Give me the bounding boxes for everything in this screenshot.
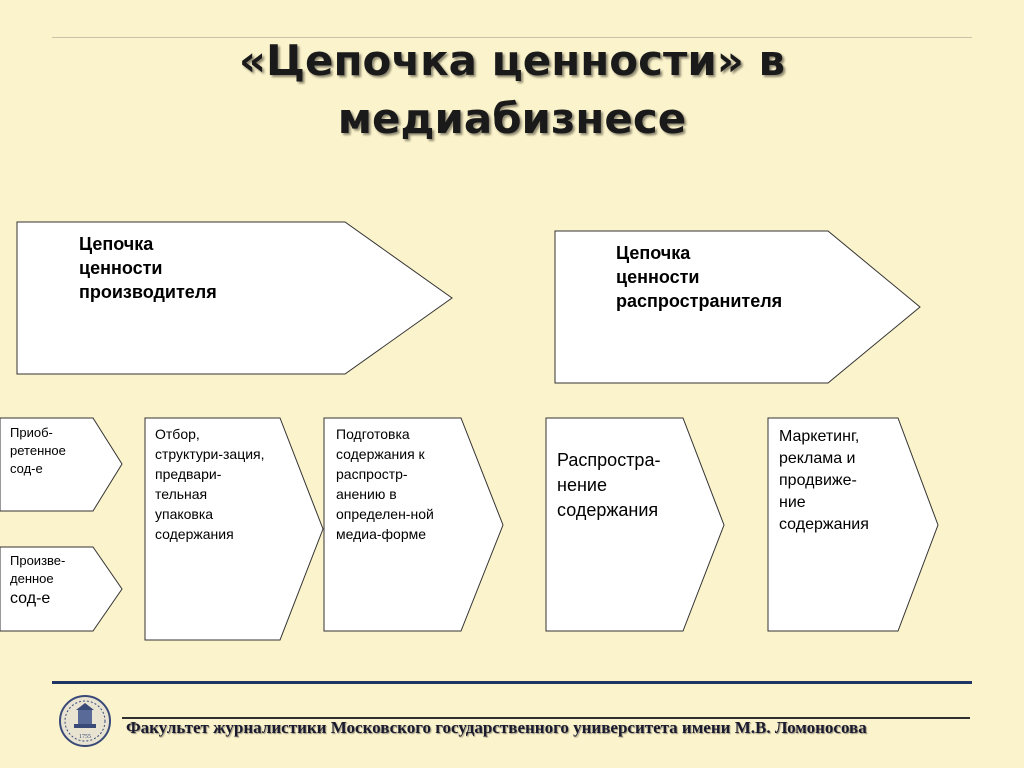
step-text-line: Распростра- [557,450,661,470]
step-selection-arrow [144,417,324,641]
top-divider [52,37,972,38]
msu-emblem-icon: 1755 [59,695,111,747]
step-text-line: предвари- [155,466,222,482]
step-text-line: нение [557,475,607,495]
step-text-line: продвиже- [779,472,857,489]
producer-label-line: ценности [79,258,163,278]
distributor-label-line: Цепочка [616,243,691,263]
producer-label-line: производителя [79,282,217,302]
producer-chain-label: Цепочка ценности производителя [79,232,217,304]
distributor-chain-arrow [554,230,921,384]
step-text-line: ние [779,494,806,511]
step-acquired-label: Приоб- ретенное сод-е [10,424,66,478]
step-text-line: Приоб- [10,425,53,440]
step-preparation-arrow [323,417,504,632]
step-text-line: упаковка [155,506,214,522]
step-text-line: анению в [336,486,397,502]
step-selection-label: Отбор, структури-зация, предвари- тельна… [155,424,265,544]
step-text-line: содержания [779,516,869,533]
step-text-line: содержания к [336,446,425,462]
footer-faculty-text: Факультет журналистики Московского госуд… [126,718,867,737]
producer-chain-arrow [16,221,453,375]
step-text-line: Отбор, [155,426,200,442]
bottom-divider [52,681,972,684]
step-text-line: структури-зация, [155,446,265,462]
step-text-line: денное [10,571,54,586]
distributor-chain-label: Цепочка ценности распространителя [616,241,782,313]
step-text-line: медиа-форме [336,526,427,542]
step-distribution-arrow [545,417,725,632]
step-text-line: Произве- [10,553,66,568]
step-text-line: содержания [557,500,659,520]
title-line-2: медиабизнесе [337,94,687,143]
step-acquired-arrow [0,417,123,512]
step-produced-arrow [0,546,123,632]
step-text-line: сод-е [10,461,43,476]
step-text-line: Маркетинг, [779,428,860,445]
step-text-line: тельная [155,486,208,502]
title-line-1: «Цепочка ценности» в [238,36,786,85]
step-produced-label: Произве- денное сод-е [10,552,65,610]
step-text-line: сод-е [10,590,51,607]
step-text-line: распростр- [336,466,408,482]
producer-label-line: Цепочка [79,234,154,254]
step-text-line: содержания [155,526,234,542]
emblem-year: 1755 [79,734,91,740]
step-text-line: Подготовка [336,426,410,442]
page-title: «Цепочка ценности» в медиабизнесе [0,32,1024,148]
step-text-line: ретенное [10,443,66,458]
step-marketing-label: Маркетинг, реклама и продвиже- ние содер… [779,426,869,536]
footer-divider [122,717,970,719]
distributor-label-line: ценности [616,267,700,287]
step-marketing-arrow [767,417,939,632]
step-distribution-label: Распростра- нение содержания [557,448,660,523]
step-text-line: определен-ной [336,506,434,522]
step-preparation-label: Подготовка содержания к распростр- анени… [336,424,434,544]
distributor-label-line: распространителя [616,291,783,311]
step-text-line: реклама и [779,450,856,467]
